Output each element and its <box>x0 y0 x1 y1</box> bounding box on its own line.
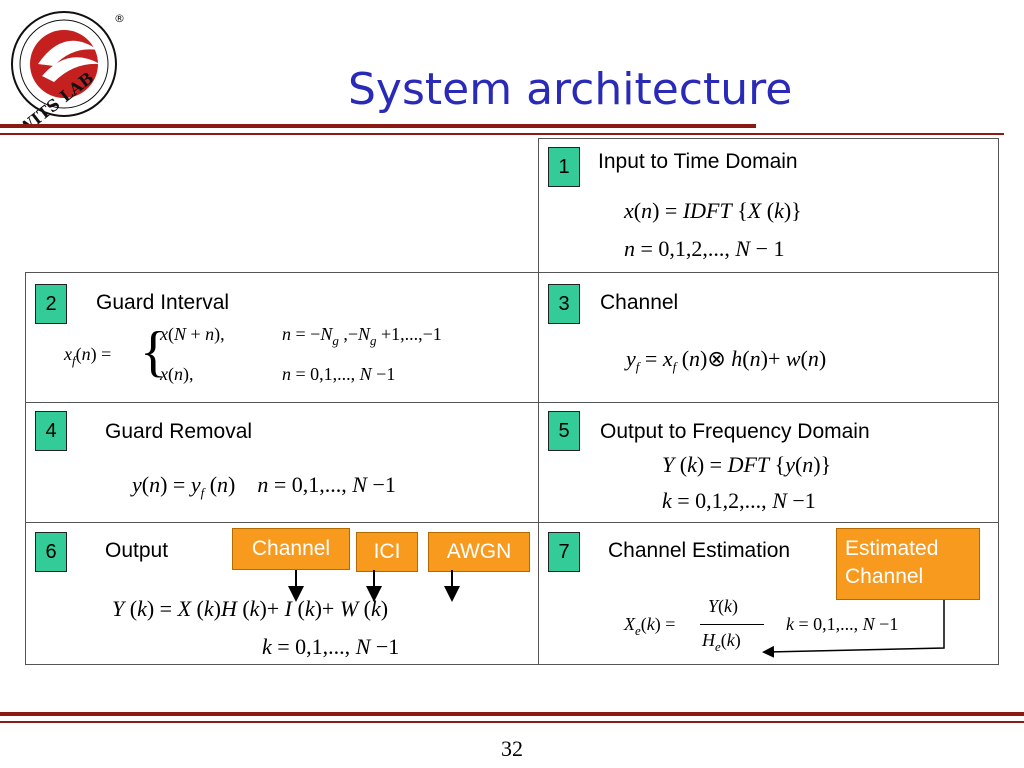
ici-box: ICI <box>356 532 418 572</box>
equation-dft: Y (k) = DFT {y(n)} <box>662 452 832 477</box>
estimation-feedback-arrow <box>762 600 945 658</box>
step-label-channel: Channel <box>600 291 679 314</box>
slide-title: System architecture <box>348 64 793 115</box>
equation-k-range-6: k = 0,1,..., N −1 <box>262 634 400 659</box>
step-label-channel-estimation: Channel Estimation <box>608 539 791 562</box>
top-rule-thick <box>0 124 756 128</box>
step-label-input-to-time-domain: Input to Time Domain <box>598 150 798 173</box>
estimated-line-2: Channel <box>845 565 924 588</box>
equation-guard-removal: y(n) = yf (n) n = 0,1,..., N −1 <box>132 472 396 500</box>
step-badge-4: 4 <box>35 411 67 451</box>
equation-idft: x(n) = IDFT {X (k)} <box>624 198 802 223</box>
estimated-channel-box: Estimated Channel <box>836 528 980 600</box>
registered-mark: ® <box>114 12 125 25</box>
step-label-guard-removal: Guard Removal <box>105 420 253 443</box>
channel-box: Channel <box>232 528 350 570</box>
step-badge-6: 6 <box>35 532 67 572</box>
equation-n-range-1: n = 0,1,2,..., N − 1 <box>624 236 785 261</box>
page-number: 32 <box>501 736 523 761</box>
step-badge-2: 2 <box>35 284 67 324</box>
step-badge-5: 5 <box>548 411 580 451</box>
noise-arrows <box>288 570 460 602</box>
top-rule-thin <box>0 133 1004 135</box>
step-label-output: Output <box>105 539 169 562</box>
equation-k-range-5: k = 0,1,2,..., N −1 <box>662 488 816 513</box>
wits-lab-logo: WITS LAB ® <box>11 11 125 126</box>
equation-channel-convolution: yf = xf (n)⊗ h(n)+ w(n) <box>626 346 827 374</box>
step-badge-1: 1 <box>548 147 580 187</box>
bottom-rule-thin <box>0 721 1024 723</box>
awgn-box: AWGN <box>428 532 530 572</box>
step-badge-3: 3 <box>548 284 580 324</box>
equation-output-model: Y (k) = X (k)H (k)+ I (k)+ W (k) <box>112 596 389 621</box>
step-badge-7: 7 <box>548 532 580 572</box>
bottom-rule-thick <box>0 712 1024 716</box>
step-label-guard-interval: Guard Interval <box>96 291 230 314</box>
step-label-output-to-frequency-domain: Output to Frequency Domain <box>600 420 870 443</box>
estimated-line-1: Estimated <box>845 537 939 560</box>
